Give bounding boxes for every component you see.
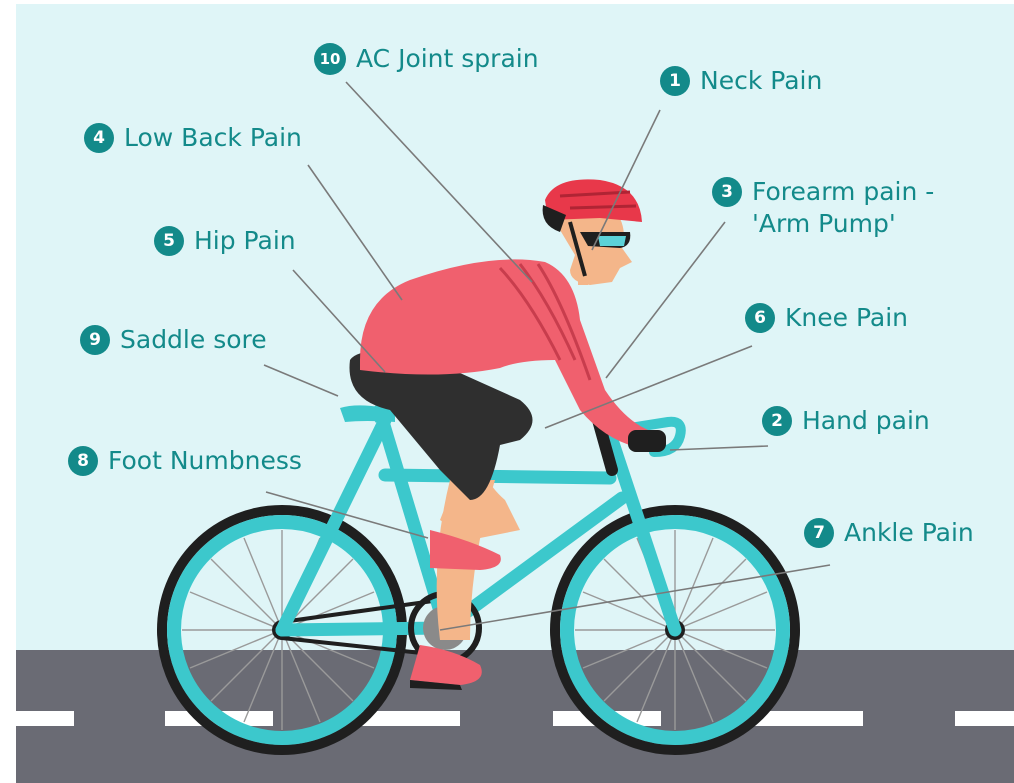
callout-number: 3 [712, 177, 742, 207]
callout-number: 2 [762, 406, 792, 436]
callout-number: 6 [745, 303, 775, 333]
callout-label: Hip Pain [194, 226, 296, 256]
callout-ankle: 7 Ankle Pain [804, 518, 974, 548]
callout-label: Saddle sore [120, 325, 267, 355]
callout-hip: 5 Hip Pain [154, 226, 296, 256]
callout-label: AC Joint sprain [356, 44, 539, 74]
callout-ac-joint: 10 AC Joint sprain [314, 43, 539, 75]
callout-number: 9 [80, 325, 110, 355]
callout-label: Forearm pain - [752, 177, 934, 207]
callout-number: 10 [314, 43, 346, 75]
callout-forearm-label-line2: 'Arm Pump' [752, 209, 896, 239]
hands [628, 430, 666, 452]
callout-foot: 8 Foot Numbness [68, 446, 302, 476]
callout-number: 4 [84, 123, 114, 153]
callout-label: Foot Numbness [108, 446, 302, 476]
callout-knee: 6 Knee Pain [745, 303, 908, 333]
callout-low-back: 4 Low Back Pain [84, 123, 302, 153]
callout-number: 1 [660, 66, 690, 96]
callout-hand: 2 Hand pain [762, 406, 930, 436]
callout-number: 7 [804, 518, 834, 548]
callout-label: Low Back Pain [124, 123, 302, 153]
callout-number: 8 [68, 446, 98, 476]
callout-neck: 1 Neck Pain [660, 66, 822, 96]
callout-label: Hand pain [802, 406, 930, 436]
callout-label: Neck Pain [700, 66, 822, 96]
callout-number: 5 [154, 226, 184, 256]
callout-label: Knee Pain [785, 303, 908, 333]
callout-saddle: 9 Saddle sore [80, 325, 267, 355]
callout-forearm: 3 Forearm pain - [712, 177, 934, 207]
callout-label: Ankle Pain [844, 518, 974, 548]
